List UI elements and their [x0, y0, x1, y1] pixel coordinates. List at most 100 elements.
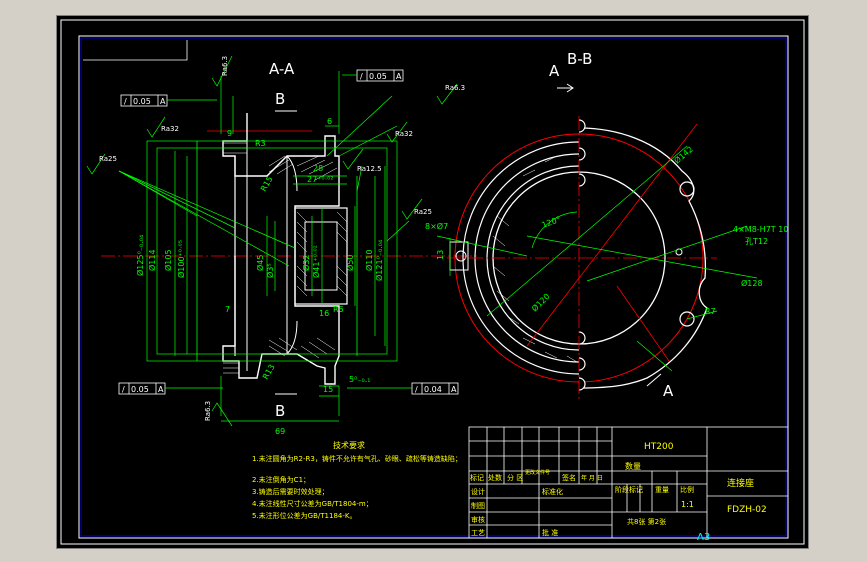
part-outline-lower [222, 256, 340, 385]
dim-d110: Ø110 [364, 249, 374, 271]
ra-top-left: Ra6.3 [221, 56, 229, 76]
ra-right-1: Ra32 [395, 130, 413, 138]
tech-notes-heading: 技术要求 [333, 440, 365, 450]
tb-label-zone: 分 区 [507, 473, 523, 482]
tb-label-change-doc: 更改文件号 [525, 469, 550, 476]
tech-note-5: 5.未注形位公差为GB/T1184-K。 [252, 511, 356, 520]
section-aa: A-A B B Ø125⁰₋₀.₀₄ Ø114 Ø105 Ø100⁺⁰·⁰⁵ Ø… [86, 55, 477, 436]
dim-d125: Ø125⁰₋₀.₀₄ [135, 235, 145, 276]
roughness-symbols [86, 55, 458, 427]
fillet-bottom [286, 320, 298, 355]
bb-dim-l13: 13 [436, 250, 445, 260]
tb-sheet-info: 共8张 第2张 [627, 517, 666, 526]
dim-l69: 69 [275, 427, 285, 436]
bb-dim-r7: R7 [705, 307, 716, 316]
dim-d32: Ø32 [301, 255, 311, 271]
drawing-sheet: A-A B B Ø125⁰₋₀.₀₄ Ø114 Ø105 Ø100⁺⁰·⁰⁵ Ø… [56, 15, 809, 549]
tol-value-bottom-left: 0.05 [131, 385, 149, 394]
ra-left-1: Ra32 [161, 125, 179, 133]
section-aa-title: A-A [269, 60, 295, 78]
svg-text:/: / [415, 385, 418, 394]
tech-note-1: 1.未注圆角为R2-R3，铸件不允许有气孔、砂眼、疏松等铸造缺陷； [252, 454, 462, 463]
bb-dim-angle: 120° [541, 215, 562, 230]
tb-label-approve: 批 准 [542, 528, 558, 537]
dim-r15: R15 [259, 175, 275, 193]
dim-l16: 16 [319, 309, 329, 318]
cut-label-b-top: B [275, 90, 285, 108]
svg-text:/: / [360, 72, 363, 81]
tolerance-frame-top-right: / 0.05 A [342, 69, 404, 82]
dim-d41: Ø41⁺⁰·⁰² [311, 245, 321, 278]
bb-dim-lines [436, 145, 758, 372]
dim-d35: Ø3⁵ [265, 263, 275, 278]
part-outline-upper [222, 113, 340, 256]
tb-label-standardize: 标准化 [542, 487, 563, 496]
dim-l5: 5⁰₋₀.₁ [349, 375, 370, 384]
tb-label-review: 审核 [471, 515, 485, 524]
top-left-box [83, 40, 188, 61]
dim-d105: Ø105 [163, 249, 173, 271]
outer-frame [60, 19, 805, 545]
tech-note-3: 3.铸造后需要时效处理； [252, 487, 329, 496]
bb-dim-d142: Ø142 [672, 144, 695, 166]
tolerance-frame-bottom-right: / 0.04 A [347, 382, 459, 395]
tol-datum-top-left: A [160, 97, 166, 106]
tb-label-count: 处数 [488, 473, 502, 482]
dim-d45: Ø45 [255, 255, 265, 271]
tb-label-drafting: 制图 [471, 501, 485, 510]
title-block-text: HT200 数量 连接座 FDZH-02 1:1 共8张 第2张 标记 处数 分… [470, 442, 767, 537]
bolt-hole-2 [679, 311, 695, 327]
centerline-bb-diag2 [616, 285, 670, 362]
tb-quantity-label: 数量 [625, 461, 641, 471]
notches [578, 119, 586, 391]
view-bb-title: B-B [567, 50, 592, 68]
inner-arc-1 [462, 141, 580, 375]
dim-l28: 28 [313, 164, 323, 173]
tb-material: HT200 [644, 442, 674, 452]
dim-l15: 15 [323, 385, 333, 394]
tb-label-signature: 签名 [562, 473, 576, 482]
tol-value-bottom-right: 0.04 [424, 385, 442, 394]
tb-label-process: 工艺 [471, 529, 485, 537]
bolt-hole-1 [679, 181, 695, 197]
bb-dim-slot: 8×Ø7 [425, 221, 448, 231]
dim-d50: Ø50 [345, 255, 355, 271]
flange-outline [578, 127, 708, 389]
fillet-top [286, 155, 298, 192]
hub-outline [294, 207, 348, 305]
ra-left-2: Ra25 [99, 155, 117, 163]
dim-r6: R6 [333, 305, 344, 314]
view-bb: Ø142 Ø128 Ø120 120° 4×M8-H7T 10 孔T12 R7 … [425, 50, 788, 400]
dim-l27: 27⁺⁰·⁰² [307, 175, 334, 184]
svg-text:/: / [122, 385, 125, 394]
tol-datum-bottom-right: A [451, 385, 457, 394]
tol-datum-top-right: A [396, 72, 402, 81]
tech-note-4: 4.未注线性尺寸公差为GB/T1804-m； [252, 499, 373, 508]
tb-scale: 1:1 [681, 500, 694, 509]
tb-label-ratio: 比例 [680, 485, 694, 494]
tech-note-2: 2.未注倒角为C1； [252, 475, 310, 484]
tech-notes: 技术要求 1.未注圆角为R2-R3，铸件不允许有气孔、砂眼、疏松等铸造缺陷； 2… [252, 440, 462, 520]
cut-label-a-top: A [549, 62, 560, 80]
ra-bottom: Ra6.3 [204, 401, 212, 421]
bb-dim-hole-depth: 孔T12 [745, 237, 768, 246]
svg-text:/: / [124, 97, 127, 106]
tol-value-top-right: 0.05 [369, 72, 387, 81]
tb-drawing-no: FDZH-02 [727, 505, 767, 515]
bb-dim-d128: Ø128 [741, 278, 763, 288]
tb-label-stage-mark: 阶段标记 [615, 485, 643, 494]
cad-drawing: A-A B B Ø125⁰₋₀.₀₄ Ø114 Ø105 Ø100⁺⁰·⁰⁵ Ø… [60, 19, 805, 545]
dim-l9: 9 [227, 129, 232, 138]
dim-r3: R3 [255, 139, 266, 148]
tol-value-top-left: 0.05 [133, 97, 151, 106]
tb-part-name: 连接座 [727, 477, 754, 489]
paper-size-label: A3 [697, 532, 710, 543]
border-blue [80, 37, 787, 537]
centerline-bb-diag [526, 123, 698, 347]
roughness-text: Ra6.3 Ra6.3 Ra32 Ra25 Ra32 Ra12.5 Ra25 R… [99, 56, 465, 421]
inner-border [78, 35, 789, 539]
ra-top-right: Ra6.3 [445, 84, 465, 92]
dim-d114: Ø114 [147, 249, 157, 271]
tolerance-frame-top-left: / 0.05 A [120, 94, 217, 107]
bb-dim-d120: Ø120 [529, 291, 551, 313]
